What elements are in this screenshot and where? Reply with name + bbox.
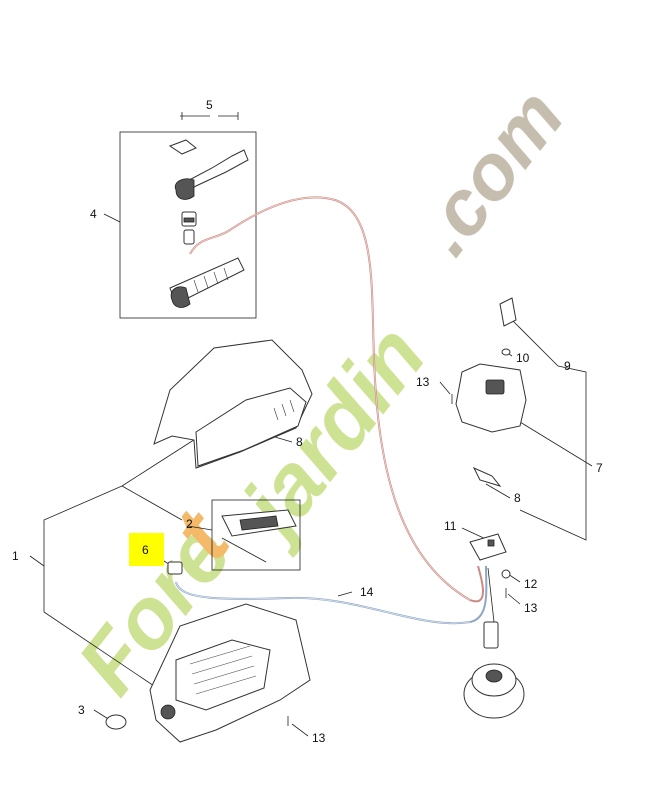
callout-14: 14 bbox=[360, 585, 374, 599]
part-8-bracket bbox=[472, 466, 502, 487]
callout-9: 9 bbox=[564, 359, 571, 373]
callout-8-bracket: 8 bbox=[514, 491, 521, 505]
switch-assembly-frame bbox=[211, 499, 301, 571]
part-11-connector bbox=[469, 533, 507, 561]
base-housing-part bbox=[149, 603, 311, 743]
switch-part bbox=[221, 509, 297, 563]
handle-parts bbox=[168, 112, 249, 308]
blue-cable-inner bbox=[175, 581, 471, 624]
callout-2: 2 bbox=[186, 517, 193, 531]
handle-assembly-frame bbox=[119, 131, 257, 319]
watermark-com: .com bbox=[399, 73, 580, 271]
part-6-clip bbox=[167, 561, 183, 575]
callout-7: 7 bbox=[596, 461, 603, 475]
callout-10: 10 bbox=[516, 351, 530, 365]
callout-13-top: 13 bbox=[416, 375, 430, 389]
screw-parts bbox=[287, 394, 507, 726]
motor-part bbox=[463, 621, 525, 719]
top-cover-part bbox=[153, 339, 313, 469]
callout-12: 12 bbox=[524, 577, 538, 591]
part-12-washer bbox=[501, 569, 511, 579]
callout-1: 1 bbox=[12, 549, 19, 563]
callout-labels: 1 2 3 4 5 6 7 8 8 9 10 11 12 13 13 13 14 bbox=[12, 98, 603, 745]
part-6-highlight bbox=[129, 533, 164, 566]
callout-13-right: 13 bbox=[524, 601, 538, 615]
callout-5: 5 bbox=[206, 98, 213, 112]
callout-11: 11 bbox=[444, 519, 457, 533]
part-3-badge bbox=[105, 714, 127, 730]
callout-13-bottom: 13 bbox=[312, 731, 326, 745]
callout-4: 4 bbox=[90, 207, 97, 221]
callout-3: 3 bbox=[78, 703, 85, 717]
motor-housing-part bbox=[455, 297, 527, 433]
callout-6: 6 bbox=[142, 543, 149, 557]
callout-8-top-cover: 8 bbox=[296, 435, 303, 449]
red-cable-inner bbox=[189, 196, 471, 601]
